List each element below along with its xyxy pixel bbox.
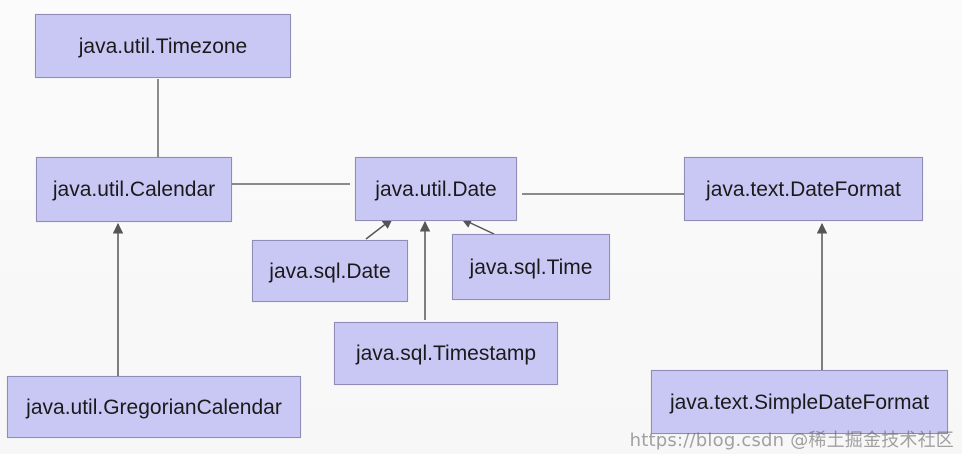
sql-time-node: java.sql.Time	[452, 234, 610, 300]
dateformat-node: java.text.DateFormat	[684, 157, 923, 221]
sql-time-arrow	[461, 218, 495, 235]
util-date-node: java.util.Date	[355, 157, 517, 221]
sql-date-arrow	[365, 218, 393, 240]
calendar-node: java.util.Calendar	[36, 157, 232, 222]
timezone-node: java.util.Timezone	[35, 14, 291, 78]
watermark: https://blog.csdn @稀土掘金技术社区	[629, 430, 954, 451]
sql-date-node: java.sql.Date	[252, 240, 408, 302]
gregorian-calendar-node: java.util.GregorianCalendar	[7, 376, 301, 438]
simpledateformat-node: java.text.SimpleDateFormat	[651, 370, 948, 434]
sql-timestamp-node: java.sql.Timestamp	[334, 322, 558, 385]
